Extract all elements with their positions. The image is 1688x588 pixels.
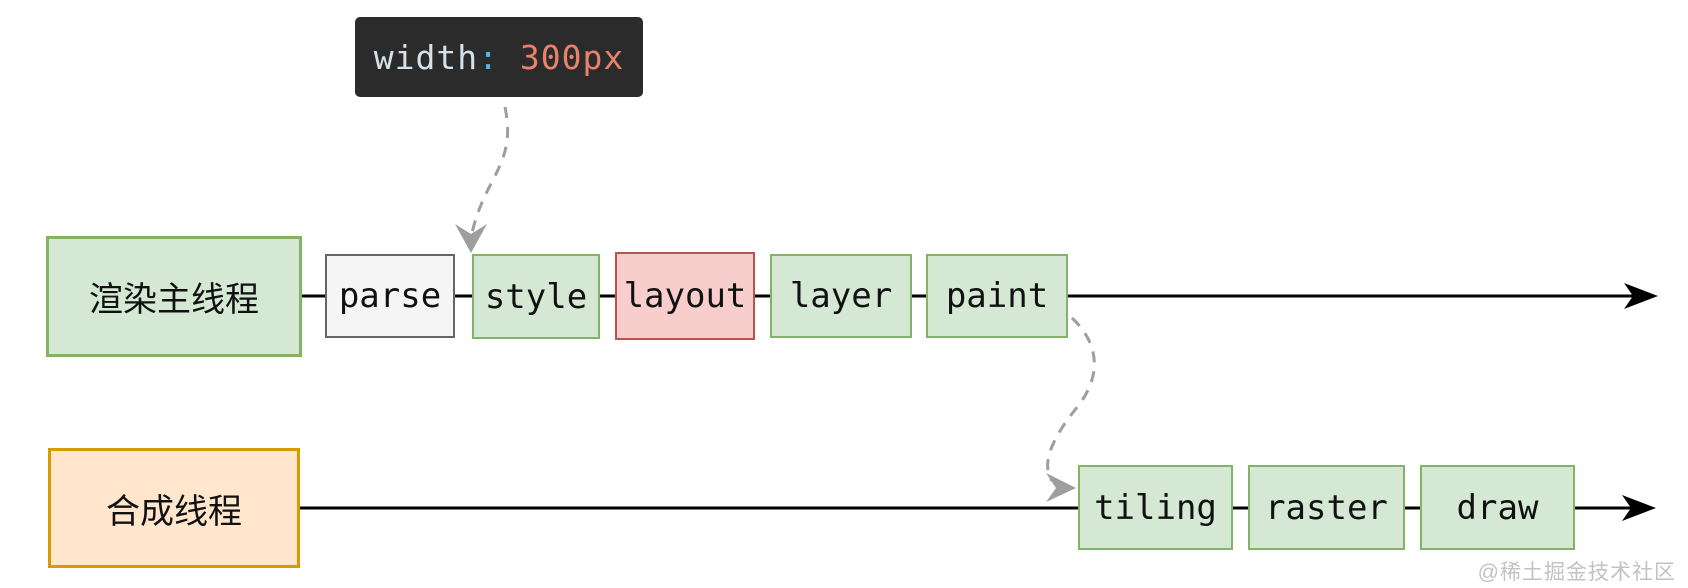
compositor-timeline-arrowhead	[1622, 495, 1656, 521]
watermark-text: @稀土掘金技术社区	[1477, 561, 1676, 584]
paint-to-tiling-arrowhead	[1046, 473, 1076, 502]
tooltip-to-style-dashed-arrow	[469, 106, 510, 239]
paint-to-tiling-dashed-arrow	[1046, 316, 1096, 482]
stage-box-layout: layout	[615, 252, 755, 340]
stage-box-layer: layer	[770, 254, 912, 338]
tooltip-to-style-arrowhead	[455, 224, 487, 253]
stage-box-raster: raster	[1248, 465, 1405, 550]
stage-label-parse: parse	[338, 276, 442, 316]
main-thread-label-box: 渲染主线程	[46, 236, 302, 357]
main-thread-label: 渲染主线程	[89, 281, 259, 319]
stage-box-style: style	[472, 254, 600, 339]
stage-label-style: style	[484, 276, 588, 317]
css-value-text: 300px	[499, 37, 625, 77]
stage-box-paint: paint	[926, 254, 1068, 338]
stage-label-layout: layout	[623, 276, 747, 316]
main-thread-timeline-arrowhead	[1624, 283, 1658, 309]
compositor-thread-label: 合成线程	[106, 492, 242, 531]
stage-label-raster: raster	[1265, 487, 1388, 528]
stage-label-draw: draw	[1456, 487, 1539, 528]
stage-label-tiling: tiling	[1094, 487, 1217, 528]
css-colon-text: :	[478, 37, 499, 77]
stage-box-parse: parse	[325, 254, 455, 338]
css-property-text: width	[373, 37, 479, 77]
stage-label-paint: paint	[945, 276, 1049, 316]
compositor-thread-label-box: 合成线程	[48, 448, 300, 568]
stage-box-tiling: tiling	[1078, 465, 1233, 550]
css-rule-tooltip: width: 300px	[355, 17, 643, 97]
stage-label-layer: layer	[789, 276, 893, 316]
stage-box-draw: draw	[1420, 465, 1575, 550]
